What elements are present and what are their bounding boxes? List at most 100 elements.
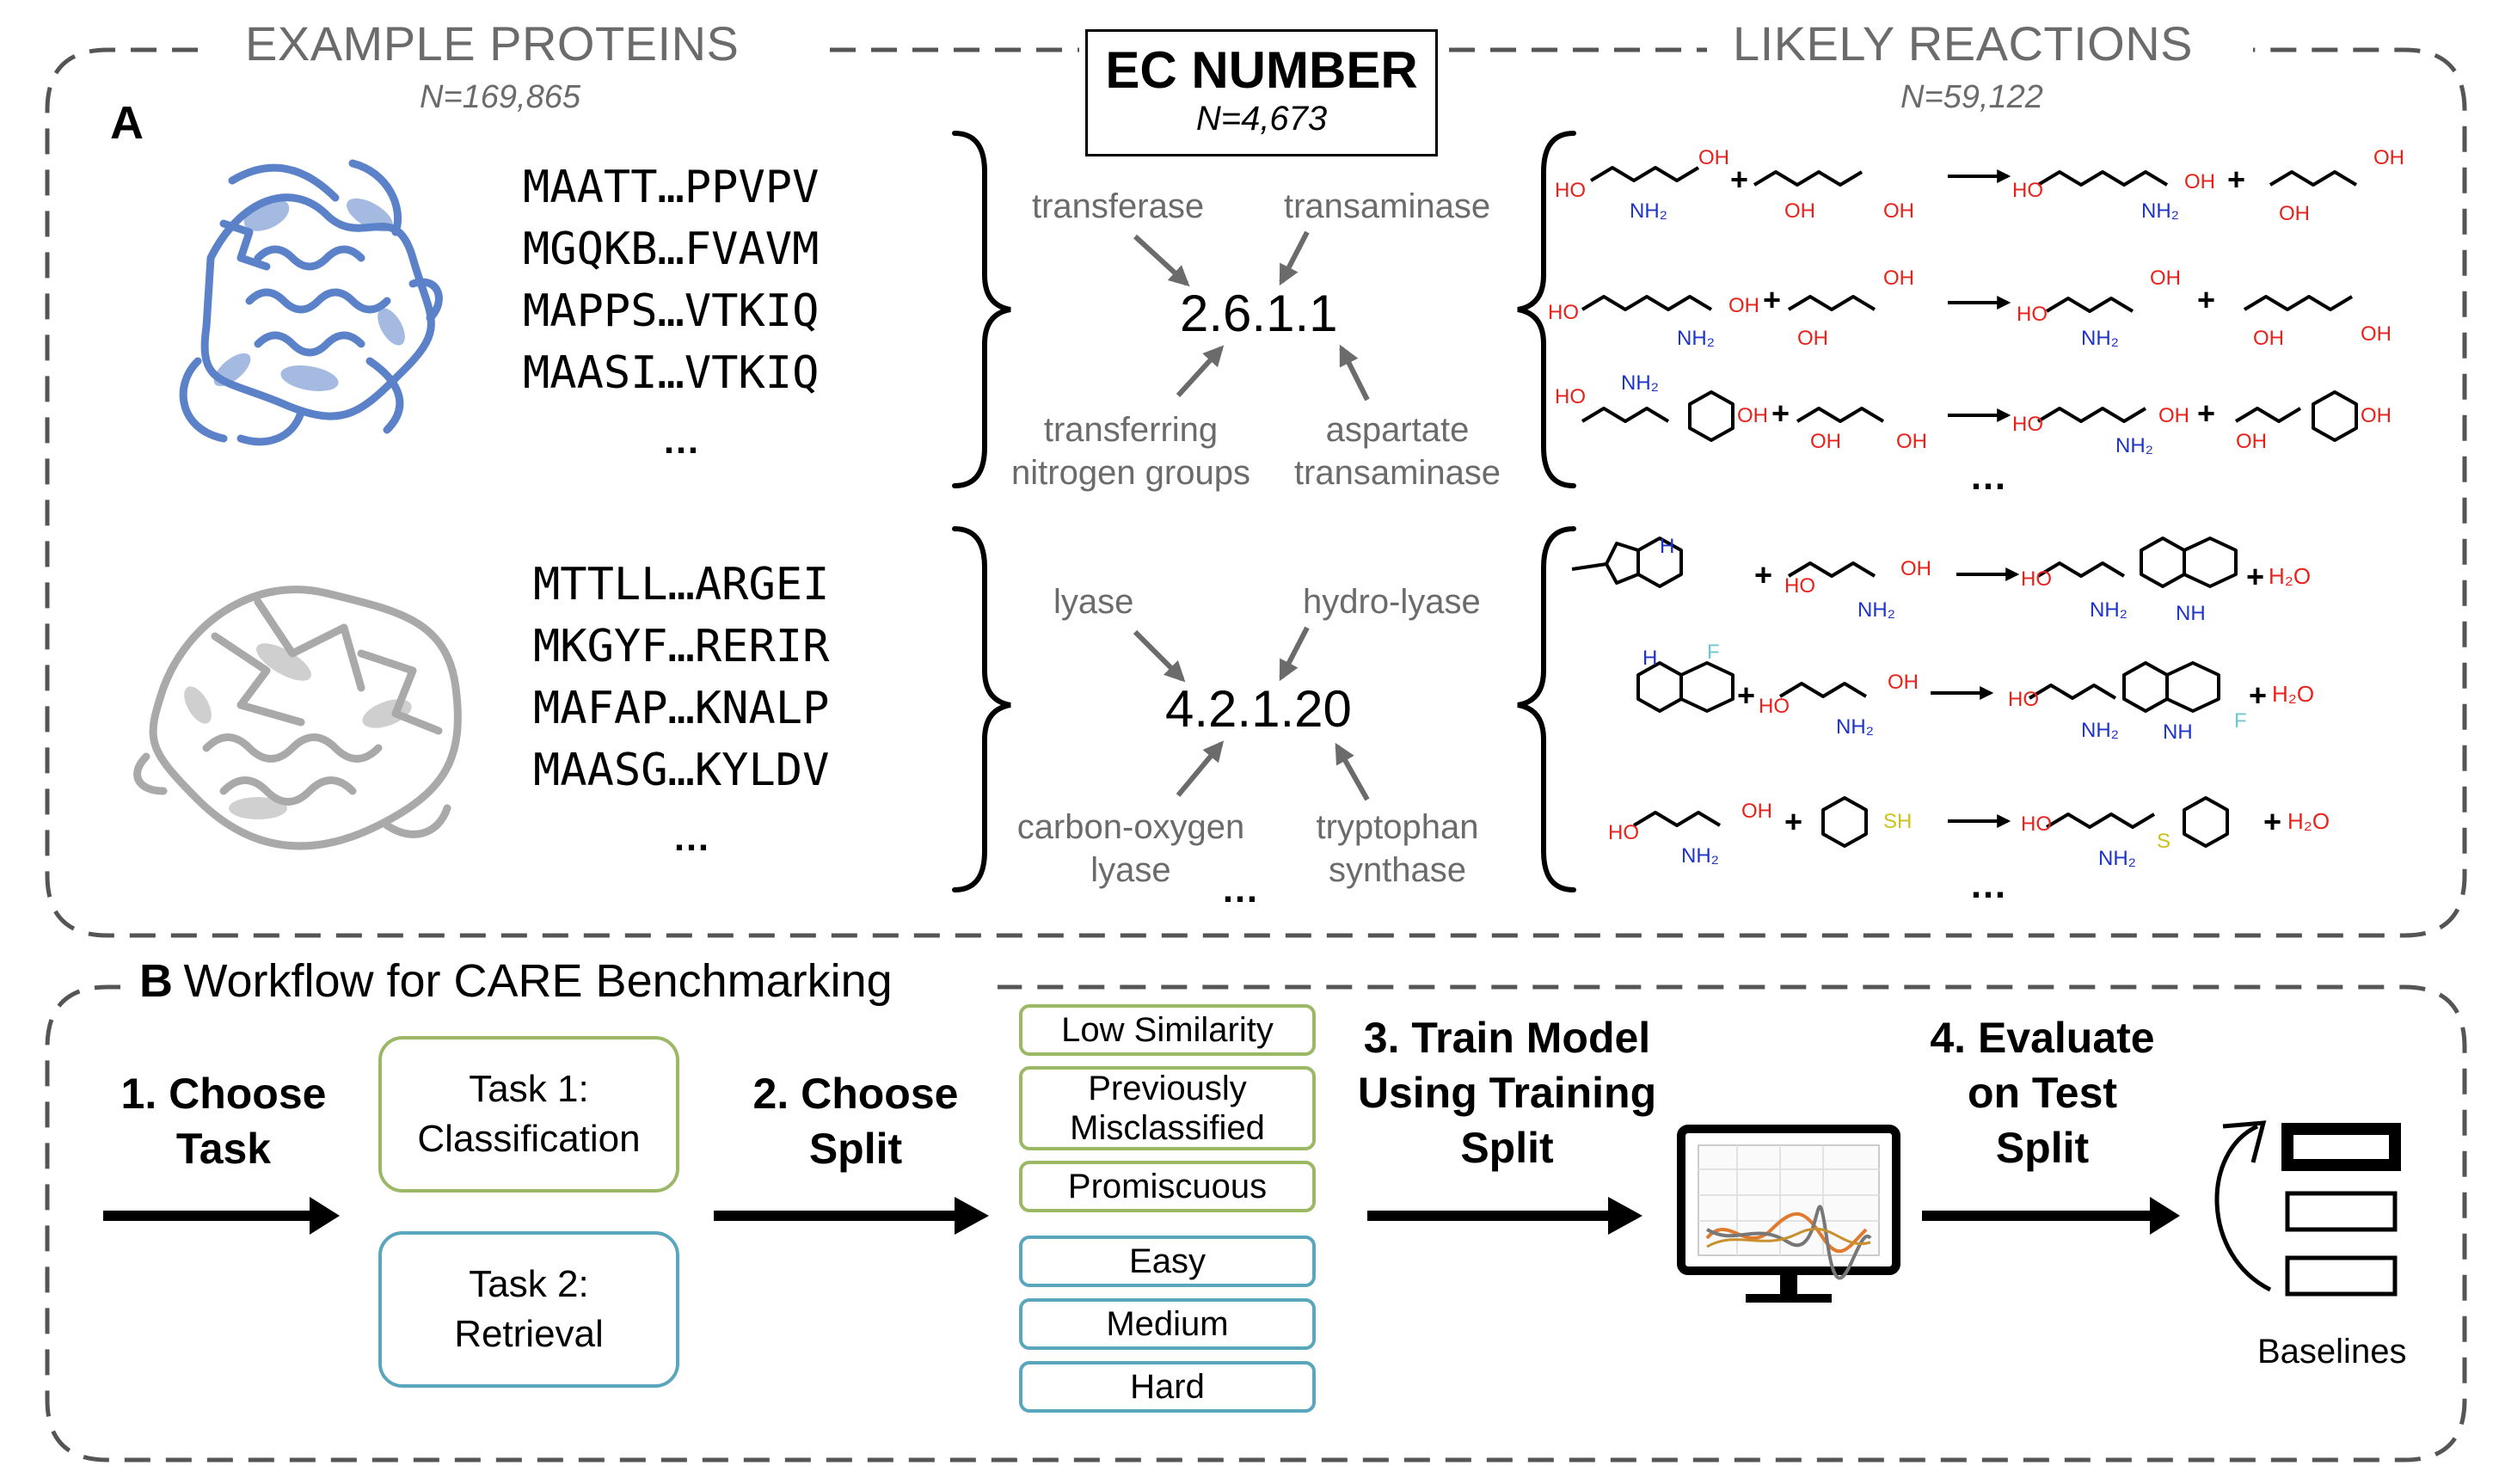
protein-structure-2 <box>133 586 462 850</box>
atom-label-sh: SH <box>1883 810 1913 833</box>
panel-a-label: A <box>110 97 144 149</box>
ec-number-2-6-1-1: 2.6.1.1 <box>1180 285 1338 342</box>
sequence-list-2: MTTLL…ARGEI MKGYF…RERIR MAFAP…KNALP MAAS… <box>533 554 829 801</box>
monitor-icon <box>1677 1125 1900 1303</box>
atom-label-ho: HO <box>2021 813 2052 836</box>
panel-b-title-text: Workflow for CARE Benchmarking <box>183 955 893 1007</box>
braces <box>952 131 1576 892</box>
likely-reactions-header: LIKELY REACTIONS <box>1733 16 2193 71</box>
atom-label-oh: OH <box>1810 430 1841 453</box>
atom-label-nh: NH <box>2163 721 2193 744</box>
atom-label-oh: OH <box>2361 322 2392 346</box>
task-2-title: Task 2: <box>469 1263 589 1305</box>
ec-label-transferring-nitrogen: transferring nitrogen groups <box>1011 411 1250 492</box>
split-low-similarity: Low Similarity <box>1019 1004 1316 1056</box>
sequence-item: MTTLL…ARGEI <box>533 559 830 610</box>
split-hard: Hard <box>1019 1361 1316 1413</box>
atom-label-nh2: NH₂ <box>1681 844 1719 868</box>
plus-sign: + <box>1784 804 1803 839</box>
ec-label-aspartate-transaminase: aspartate transaminase <box>1293 411 1501 492</box>
atom-label-s: S <box>2157 830 2171 853</box>
step-2-choose-split: 2. Choose Split <box>752 1070 959 1173</box>
molecule-bonds <box>1571 166 2358 848</box>
plus-sign: + <box>2197 282 2216 317</box>
atom-label-oh: OH <box>2279 202 2310 225</box>
plus-sign: + <box>1754 557 1773 592</box>
atom-label-oh: OH <box>2373 146 2404 169</box>
ec-number-4-2-1-20: 4.2.1.20 <box>1165 680 1352 738</box>
ec-number-header: EC NUMBER <box>1105 41 1418 99</box>
atom-label-nh2: NH₂ <box>1857 598 1895 622</box>
atom-label-ho: HO <box>2012 179 2043 202</box>
ec-number-count: N=4,673 <box>1195 100 1328 138</box>
sequence-ellipsis-2: … <box>672 817 710 859</box>
sequence-list-1: MAATT…PPVPV MGQKB…FVAVM MAPPS…VTKIQ MAAS… <box>523 156 819 404</box>
plus-sign: + <box>1737 678 1756 713</box>
baselines-icon <box>2214 1120 2401 1297</box>
ec-label-carbon-oxygen-lyase: carbon-oxygen lyase <box>1016 808 1245 889</box>
plus-sign: + <box>2249 678 2268 713</box>
plus-sign: + <box>2263 804 2282 839</box>
step-3-train-model: 3. Train Model Using Training Split <box>1357 1014 1657 1172</box>
ec-label-tryptophan-synthase: tryptophan synthase <box>1316 808 1479 889</box>
atom-label-nh: NH <box>2176 602 2206 625</box>
ec-label-transferase: transferase <box>1032 187 1205 225</box>
sequence-item: MAFAP…KNALP <box>533 683 830 734</box>
atom-label-oh: OH <box>1900 557 1931 580</box>
atom-label-ho: HO <box>1555 385 1586 408</box>
atom-label-ho: HO <box>2017 303 2048 326</box>
example-proteins-count: N=169,865 <box>420 79 580 115</box>
atom-label-oh: OH <box>1888 671 1919 694</box>
reaction-arrows <box>1931 169 2020 828</box>
atom-label-h: H <box>1642 647 1658 670</box>
task-2-retrieval-box: Task 2: Retrieval <box>378 1231 679 1388</box>
likely-reactions-count: N=59,122 <box>1900 79 2043 115</box>
panel-b-label: B <box>139 955 173 1007</box>
atom-label-nh2: NH₂ <box>2090 598 2128 622</box>
atom-label-nh2: NH₂ <box>2141 199 2179 223</box>
split-easy: Easy <box>1019 1236 1316 1287</box>
atom-label-ho: HO <box>1784 574 1815 598</box>
atom-label-oh: OH <box>1737 404 1768 427</box>
atom-label-h2o: H₂O <box>2269 563 2312 589</box>
atom-label-nh2: NH₂ <box>2098 847 2136 870</box>
sequence-item: MAASG…KYLDV <box>533 745 830 796</box>
atom-label-oh: OH <box>2236 430 2267 453</box>
atom-label-oh: OH <box>2158 404 2189 427</box>
baselines-label: Baselines <box>2257 1333 2407 1371</box>
atom-label-f: F <box>1707 641 1720 664</box>
example-proteins-header: EXAMPLE PROTEINS <box>245 16 740 71</box>
task-1-title: Task 1: <box>469 1068 589 1110</box>
atom-label-oh: OH <box>1741 800 1772 823</box>
split-previously-misclassified: Previously Misclassified <box>1019 1066 1316 1150</box>
atom-label-nh2: NH₂ <box>1677 327 1715 350</box>
atom-label-ho: HO <box>1555 179 1586 202</box>
atom-label-oh: OH <box>2361 404 2392 427</box>
atom-label-h2o: H₂O <box>2272 681 2315 707</box>
sequence-item: MGQKB…FVAVM <box>523 224 820 275</box>
atom-label-oh: OH <box>2184 170 2215 193</box>
plus-sign: + <box>1730 162 1749 197</box>
workflow-arrows <box>103 1197 2180 1235</box>
atom-label-nh2: NH₂ <box>1630 199 1667 223</box>
atom-label-oh: OH <box>2150 267 2181 290</box>
split-medium: Medium <box>1019 1298 1316 1350</box>
task-2-subtitle: Retrieval <box>454 1313 604 1355</box>
plus-sign: + <box>2227 162 2246 197</box>
protein-structure-1 <box>179 159 443 446</box>
atom-label-nh2: NH₂ <box>2081 719 2119 742</box>
atom-label-f: F <box>2234 709 2247 733</box>
atom-label-oh: OH <box>1883 199 1914 223</box>
sequence-item: MAASI…VTKIQ <box>523 347 820 399</box>
atom-label-oh: OH <box>1883 267 1914 290</box>
step-4-evaluate: 4. Evaluate on Test Split <box>1930 1014 2155 1172</box>
task-1-subtitle: Classification <box>417 1118 641 1160</box>
reaction-ellipsis-1: … <box>1969 456 2007 498</box>
atom-label-oh: OH <box>1698 146 1729 169</box>
ec-number-box: EC NUMBER N=4,673 <box>1085 29 1438 156</box>
protein-structure-2-fill <box>184 643 412 819</box>
atom-label-h2o: H₂O <box>2287 808 2330 834</box>
split-promiscuous: Promiscuous <box>1019 1161 1316 1212</box>
plus-sign: + <box>1763 282 1782 317</box>
atom-label-ho: HO <box>2008 688 2039 711</box>
